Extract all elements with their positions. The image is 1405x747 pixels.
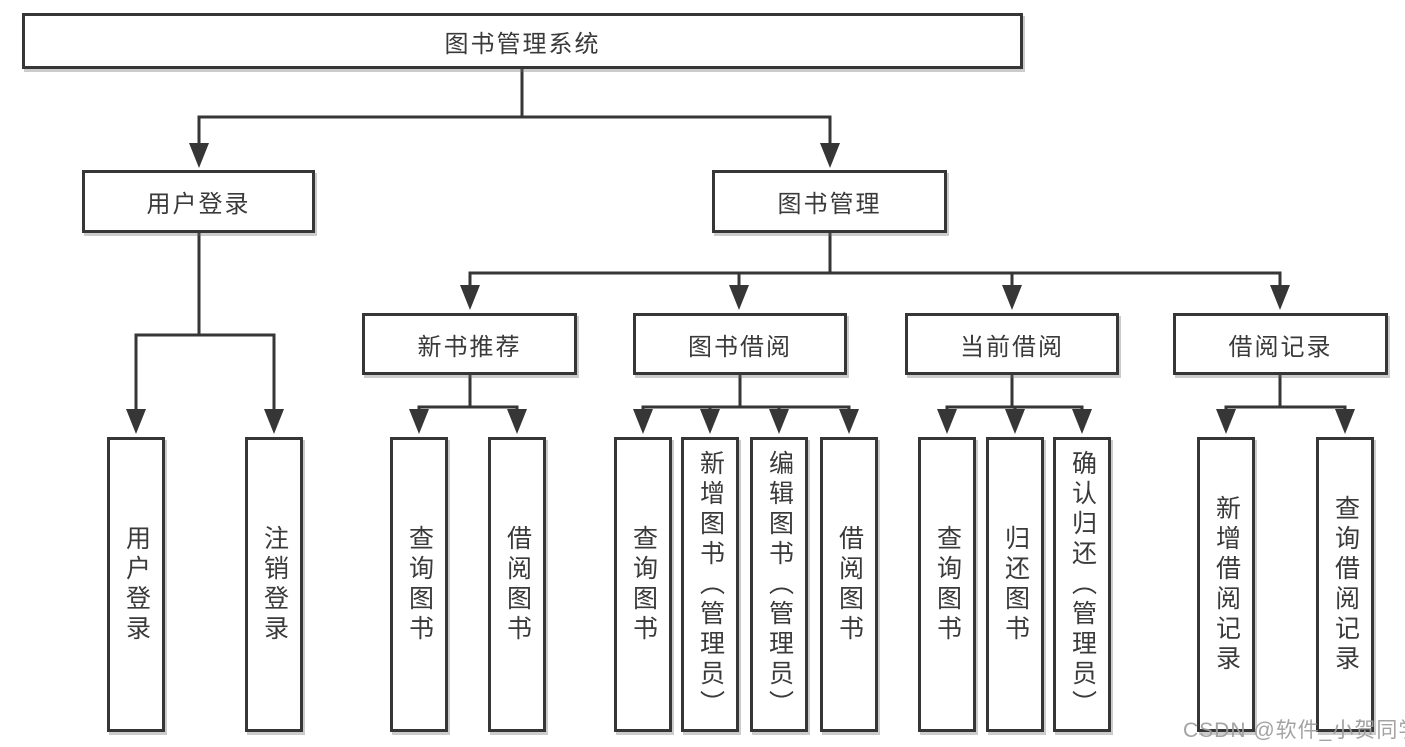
node-root: 图书管理系统 xyxy=(22,13,1023,69)
leaf-edit-books-admin: 编辑图书（管理员） xyxy=(750,437,808,732)
csdn-watermark: CSDN @软件_小贺同学 xyxy=(1183,719,1405,742)
leaf-current-query-books: 查询图书 xyxy=(918,437,976,732)
leaf-recommend-query-books: 查询图书 xyxy=(390,437,448,732)
leaf-add-books-admin: 新增图书（管理员） xyxy=(681,437,739,732)
leaf-query-borrow-record: 查询借阅记录 xyxy=(1316,437,1374,732)
node-book-borrow: 图书借阅 xyxy=(633,313,847,375)
node-borrow-record: 借阅记录 xyxy=(1173,313,1388,375)
node-new-book-recommend: 新书推荐 xyxy=(362,313,577,375)
leaf-recommend-borrow-books: 借阅图书 xyxy=(488,437,546,732)
leaf-logout: 注销登录 xyxy=(245,437,303,732)
leaf-borrow-books: 借阅图书 xyxy=(820,437,878,732)
node-book-management: 图书管理 xyxy=(712,170,947,233)
leaf-return-books: 归还图书 xyxy=(986,437,1044,732)
leaf-borrow-query-books: 查询图书 xyxy=(614,437,672,732)
node-user-login: 用户登录 xyxy=(82,170,315,233)
leaf-user-login: 用户登录 xyxy=(107,437,165,732)
leaf-add-borrow-record: 新增借阅记录 xyxy=(1197,437,1255,732)
leaf-confirm-return-admin: 确认归还（管理员） xyxy=(1053,437,1111,732)
node-current-borrow: 当前借阅 xyxy=(905,313,1119,375)
